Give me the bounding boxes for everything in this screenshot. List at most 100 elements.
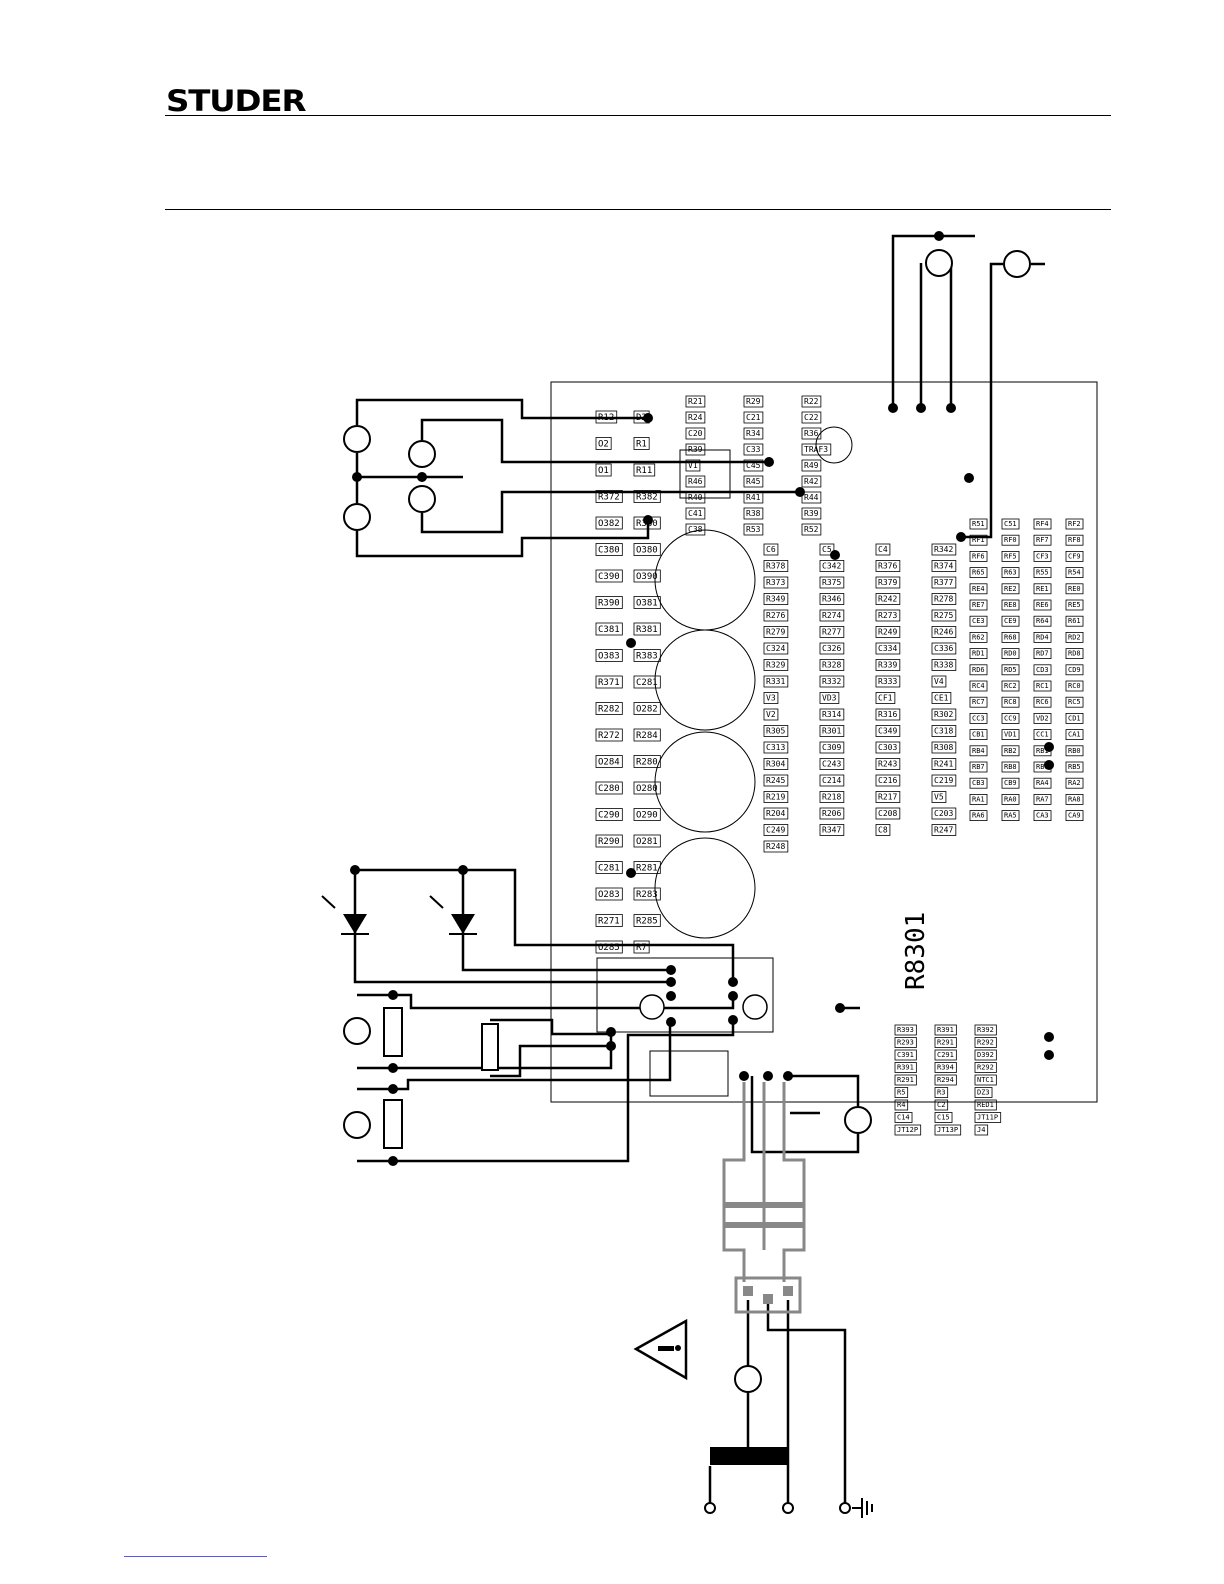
component-box <box>894 1074 917 1086</box>
component-box <box>763 807 789 820</box>
component-label: NTC1 <box>977 1076 994 1084</box>
component-box <box>1065 696 1084 708</box>
component-label: R206 <box>822 809 841 818</box>
component-label: R45 <box>746 477 761 486</box>
component-label: R64 <box>1036 617 1049 625</box>
component-label: RA4 <box>1036 779 1049 787</box>
component-box <box>875 692 896 704</box>
component-box <box>1001 745 1020 757</box>
component-label: RD1 <box>972 650 985 658</box>
component-label: R284 <box>636 731 658 741</box>
component-box <box>685 507 706 520</box>
component-label: RD2 <box>1068 633 1081 641</box>
component-box <box>969 583 988 595</box>
component-label: C20 <box>688 429 703 438</box>
component-box <box>875 758 901 770</box>
resistors <box>383 1007 499 1149</box>
component-label: R271 <box>598 917 620 927</box>
component-box <box>1001 729 1020 740</box>
component-box <box>1001 632 1020 643</box>
component-label: R338 <box>934 661 953 670</box>
component-box <box>633 622 661 636</box>
component-box <box>875 725 901 737</box>
component-label: R61 <box>1068 617 1081 625</box>
component-label: R63 <box>1004 569 1017 577</box>
component-box <box>1001 551 1020 562</box>
component-label: R29 <box>746 397 761 406</box>
pcb-outline <box>550 381 1098 1103</box>
component-label: C281 <box>598 864 620 874</box>
component-label: RA8 <box>1068 795 1081 803</box>
component-label: C291 <box>937 1051 954 1059</box>
component-label: C290 <box>598 811 620 821</box>
component-label: R279 <box>766 628 785 637</box>
component-label: D2 <box>636 413 647 423</box>
component-label: O381 <box>636 599 658 609</box>
component-label: C324 <box>766 644 785 653</box>
component-label: R247 <box>934 826 953 835</box>
component-box <box>931 659 957 671</box>
component-label: R381 <box>636 625 658 635</box>
component-label: RB7 <box>972 763 985 771</box>
component-box <box>934 1074 957 1086</box>
component-label: C280 <box>598 784 620 794</box>
component-box <box>1033 615 1052 627</box>
component-box <box>763 840 789 853</box>
component-label: R36 <box>804 429 819 438</box>
component-box <box>595 596 623 609</box>
component-label: R308 <box>934 743 953 752</box>
component-box <box>931 791 947 803</box>
component-box <box>894 1037 917 1048</box>
component-box <box>685 395 706 408</box>
component-label: C326 <box>822 644 841 653</box>
component-label: R39 <box>688 445 703 454</box>
component-label: R383 <box>636 652 658 662</box>
component-box <box>801 459 822 472</box>
component-box <box>969 615 988 627</box>
component-box <box>931 824 957 836</box>
component-label: R391 <box>937 1026 954 1034</box>
component-box <box>595 887 623 901</box>
component-box <box>1065 664 1084 676</box>
component-box <box>931 560 957 572</box>
component-label: R378 <box>766 562 785 571</box>
component-label: R46 <box>688 477 703 486</box>
component-box <box>934 1124 962 1136</box>
component-box <box>931 758 957 770</box>
component-box <box>969 729 988 740</box>
component-label: CE1 <box>934 694 949 703</box>
component-box <box>1065 794 1084 805</box>
led-diodes <box>321 895 477 935</box>
component-label: R12 <box>598 413 614 423</box>
component-box <box>875 626 901 638</box>
component-box <box>875 807 901 820</box>
component-box <box>595 861 623 874</box>
component-label: O281 <box>636 837 658 847</box>
component-label: CC9 <box>1004 714 1017 722</box>
component-box <box>1033 599 1052 611</box>
cap-c3 <box>654 837 756 939</box>
component-box <box>595 781 623 795</box>
component-label: C5 <box>822 545 832 554</box>
component-label: R305 <box>766 727 785 736</box>
component-label: R374 <box>934 562 953 571</box>
component-box <box>875 675 901 688</box>
component-label: R347 <box>822 826 841 835</box>
component-box <box>801 475 822 488</box>
component-box <box>875 824 891 836</box>
component-label: C309 <box>822 743 841 752</box>
component-box <box>894 1049 917 1061</box>
component-label: R4 <box>897 1101 905 1109</box>
component-label: R375 <box>822 578 841 587</box>
component-box <box>763 609 789 622</box>
component-box <box>595 649 623 662</box>
component-label: C51 <box>1004 520 1017 528</box>
component-box <box>875 791 901 803</box>
component-label: RF0 <box>1004 536 1017 544</box>
component-box <box>934 1099 949 1111</box>
component-label: RD7 <box>1036 650 1049 658</box>
component-label: O390 <box>636 572 658 582</box>
component-label: RF2 <box>1068 520 1081 528</box>
